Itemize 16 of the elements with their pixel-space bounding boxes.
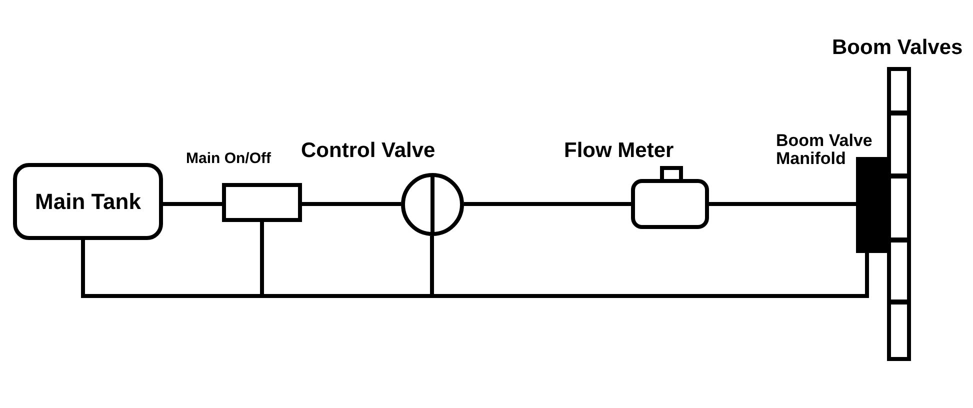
pipe-line bbox=[163, 202, 222, 206]
component-label: Flow Meter bbox=[564, 140, 674, 162]
pipe-line bbox=[430, 236, 434, 294]
pipe-line bbox=[709, 202, 856, 206]
pipe-line bbox=[81, 240, 262, 298]
component-label: Main On/Off bbox=[186, 151, 271, 167]
pipe-line bbox=[432, 253, 869, 298]
component-label: Main Tank bbox=[35, 188, 141, 214]
component-label: Boom Valves bbox=[832, 37, 963, 60]
pipe-line bbox=[262, 294, 432, 298]
tank-box bbox=[13, 163, 163, 240]
pipe-line bbox=[464, 202, 631, 206]
component-label: Boom Valve Manifold bbox=[776, 132, 874, 168]
pipe-line bbox=[260, 222, 264, 294]
pipe-line bbox=[302, 202, 401, 206]
component-label: Control Valve bbox=[301, 140, 436, 162]
